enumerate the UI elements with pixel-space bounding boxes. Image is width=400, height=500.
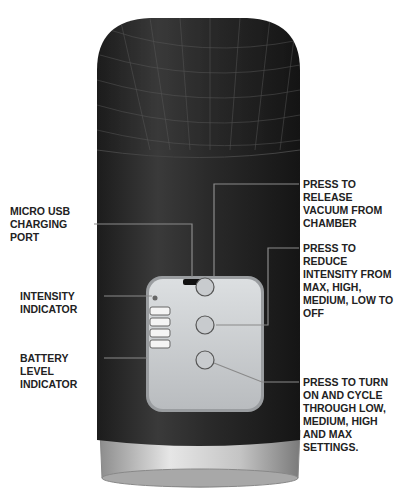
callout-label: INTENSITY INDICATOR <box>20 290 100 316</box>
leader-line <box>214 184 299 276</box>
leader-line <box>216 248 299 325</box>
leader-line <box>104 357 147 358</box>
leader-line <box>214 363 299 382</box>
leader-line <box>94 224 192 277</box>
callout-label: MICRO USB CHARGING PORT <box>10 205 90 244</box>
callout-label: PRESS TO RELEASE VACUUM FROM CHAMBER <box>303 178 397 230</box>
callout-label: PRESS TO REDUCE INTENSITY FROM MAX, HIGH… <box>303 242 397 320</box>
callout-label: PRESS TO TURN ON AND CYCLE THROUGH LOW, … <box>303 376 397 454</box>
leader-line <box>104 295 152 296</box>
callout-label: BATTERY LEVEL INDICATOR <box>20 352 100 391</box>
